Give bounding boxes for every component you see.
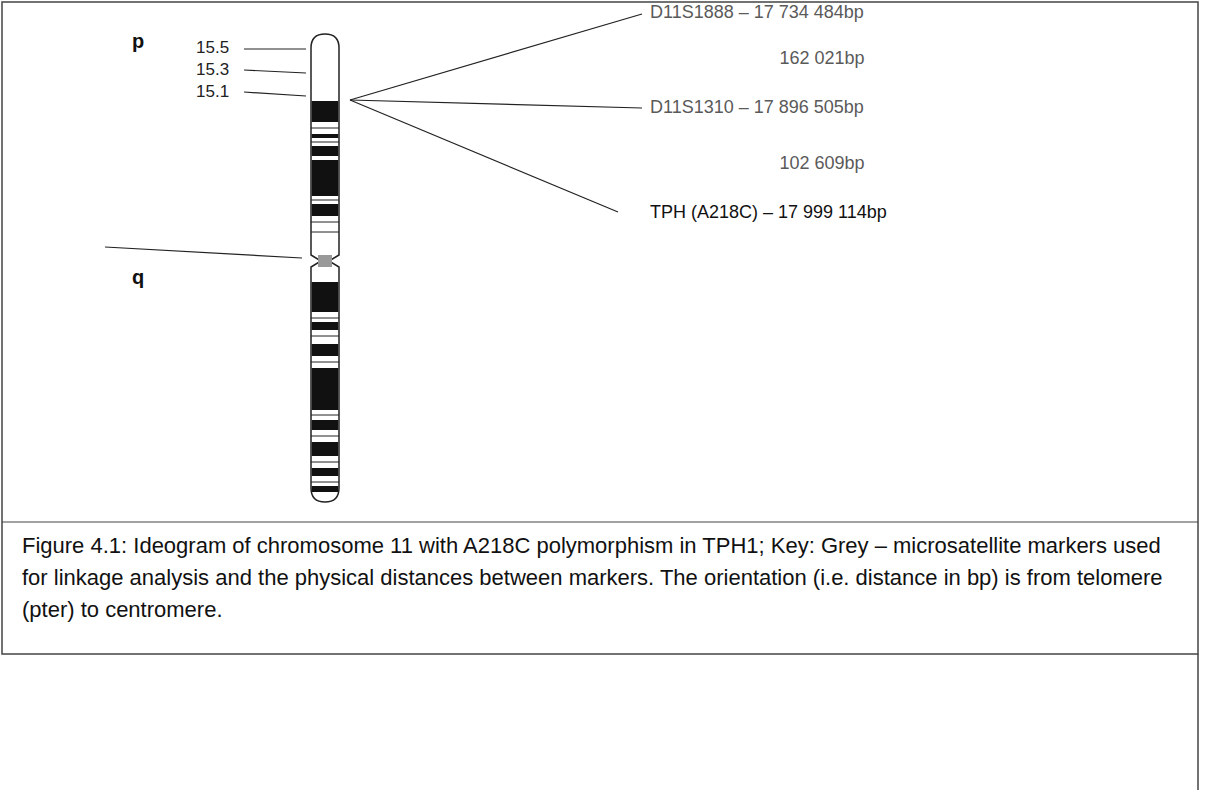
band-boundary [311, 462, 339, 463]
chromosome-ideogram [311, 34, 339, 502]
marker-label: D11S1310 – 17 896 505bp [650, 97, 864, 118]
chromosome-band [312, 420, 339, 430]
chromosome-band [312, 486, 339, 492]
band-boundary [311, 415, 339, 416]
centromere [318, 255, 332, 267]
centromere-leader [105, 247, 302, 258]
band-label: 15.1 [196, 82, 229, 102]
arm-label: p [132, 30, 144, 53]
caption-divider [2, 522, 1198, 523]
band-boundary [311, 362, 339, 363]
marker-leader [350, 100, 618, 212]
band-label: 15.5 [196, 38, 229, 58]
chromosome-band [312, 101, 339, 122]
chromosome-band [312, 468, 339, 476]
chromosome-band [312, 146, 339, 156]
chromosome-band [312, 368, 339, 410]
chromosome-band [312, 322, 339, 330]
band-boundary [311, 482, 339, 483]
chromosome-outline [311, 34, 339, 502]
chromosome-band [312, 134, 339, 138]
chromosome-band [312, 442, 339, 456]
band-boundary [311, 142, 339, 143]
distance-label: 162 021bp [779, 48, 864, 69]
chromosome-band [312, 160, 339, 196]
figure-caption: Figure 4.1: Ideogram of chromosome 11 wi… [22, 530, 1182, 626]
chromosome-band [312, 204, 339, 216]
marker-leader [350, 100, 642, 108]
band-leader [244, 92, 306, 96]
marker-leader [350, 14, 642, 100]
arm-label: q [132, 266, 144, 289]
leader-lines [105, 14, 642, 258]
frame-edge [1197, 654, 1199, 790]
band-boundary [311, 232, 339, 233]
band-boundary [311, 222, 339, 223]
band-boundary [311, 436, 339, 437]
band-boundary [311, 200, 339, 201]
band-boundary [311, 336, 339, 337]
band-boundary [311, 128, 339, 129]
distance-label: 102 609bp [779, 153, 864, 174]
figure-frame [2, 2, 1198, 654]
band-leader [244, 70, 306, 73]
chromosome-band [312, 282, 339, 312]
band-label: 15.3 [196, 60, 229, 80]
band-leader [244, 48, 306, 49]
snp-label: TPH (A218C) – 17 999 114bp [650, 202, 887, 223]
marker-label: D11S1888 – 17 734 484bp [650, 2, 864, 23]
chromosome-band [312, 344, 339, 356]
band-boundary [311, 318, 339, 319]
